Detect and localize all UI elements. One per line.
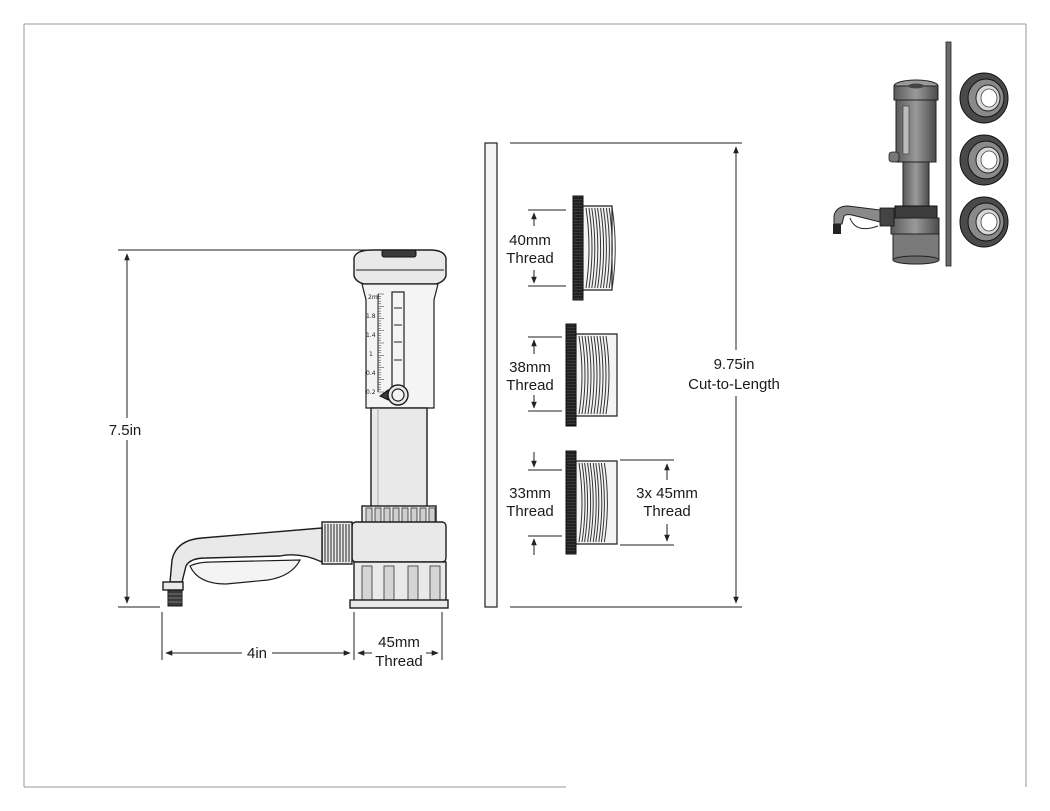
base-thread-dimension: 45mm Thread bbox=[357, 612, 443, 670]
adapter-38mm-size-label: 38mm bbox=[509, 359, 551, 376]
height-label: 7.5in bbox=[109, 422, 142, 439]
base-thread-size-label: 45mm bbox=[378, 634, 420, 651]
adapter-38mm-thread-label: Thread bbox=[506, 377, 554, 394]
adapter-40mm-size-label: 40mm bbox=[509, 232, 551, 249]
scale-label-0-2: 0.2 bbox=[366, 389, 376, 396]
adapter-33mm-size-label: 33mm bbox=[509, 485, 551, 502]
adapter-note-thread-label: Thread bbox=[643, 503, 691, 520]
spout-length-label: 4in bbox=[247, 645, 267, 662]
spout-length-dimension: 4in bbox=[161, 612, 355, 662]
tube-length-dimension: 9.75in Cut-to-Length bbox=[510, 142, 780, 608]
spout-nut bbox=[324, 524, 350, 562]
adapter-40mm-thread-label: Thread bbox=[506, 250, 554, 267]
adapter-note-size-label: 3x 45mm bbox=[636, 485, 698, 502]
scale-label-1-4: 1.4 bbox=[366, 332, 376, 339]
adapter-33mm: 33mm Thread 3x 45mm Thread bbox=[506, 450, 698, 555]
adapter-40mm: 40mm Thread bbox=[506, 195, 616, 301]
drawing-border bbox=[23, 23, 1027, 788]
dispenser-front-view: 2ml 1.8 1.4 1 0.4 0.2 bbox=[162, 249, 449, 609]
scale-label-1-8: 1.8 bbox=[366, 313, 376, 320]
tube-length-label: 9.75in bbox=[714, 356, 755, 373]
tube-cut-label: Cut-to-Length bbox=[688, 376, 780, 393]
height-dimension: 7.5in bbox=[109, 249, 380, 608]
volume-scale: 2ml 1.8 1.4 1 0.4 0.2 bbox=[366, 293, 384, 396]
scale-label-0-4: 0.4 bbox=[366, 370, 376, 377]
adapter-33mm-thread-label: Thread bbox=[506, 503, 554, 520]
base-thread-word-label: Thread bbox=[375, 653, 423, 670]
scale-label-2ml: 2ml bbox=[368, 294, 380, 301]
dispenser-isometric-view bbox=[833, 41, 1009, 267]
scale-label-1: 1 bbox=[369, 351, 373, 358]
intake-tube bbox=[484, 142, 498, 608]
adapter-38mm: 38mm Thread bbox=[506, 323, 618, 427]
